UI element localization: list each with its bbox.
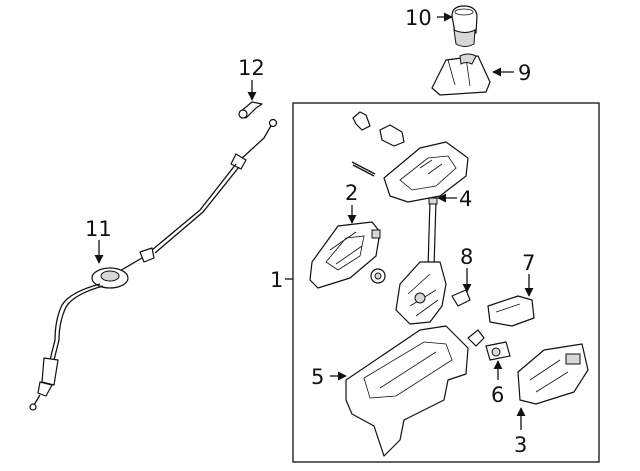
cable-clip[interactable]: [238, 101, 263, 119]
callout-1: 1: [270, 268, 283, 292]
bushing[interactable]: [370, 268, 386, 284]
shift-boot[interactable]: [431, 53, 491, 96]
shift-cable[interactable]: [29, 118, 278, 411]
callout-4: 4: [459, 187, 472, 211]
callout-10: 10: [405, 6, 432, 30]
solenoid[interactable]: [467, 329, 511, 361]
connector[interactable]: [451, 289, 471, 307]
shift-knob[interactable]: [451, 5, 478, 47]
pin[interactable]: [351, 161, 376, 177]
retainer-clips[interactable]: [352, 111, 405, 147]
callout-3: 3: [514, 433, 527, 457]
callout-2: 2: [345, 181, 358, 205]
shifter-base[interactable]: [345, 325, 469, 457]
assembly-frame: [292, 102, 600, 463]
shifter-mechanism[interactable]: [395, 261, 447, 325]
indicator-housing[interactable]: [383, 141, 469, 203]
callout-8: 8: [460, 245, 473, 269]
callout-5: 5: [311, 365, 324, 389]
lever-bracket[interactable]: [309, 221, 381, 289]
callout-9: 9: [518, 61, 531, 85]
shift-lever[interactable]: [427, 197, 438, 269]
callout-7: 7: [522, 251, 535, 275]
callout-12: 12: [238, 56, 265, 80]
side-bracket[interactable]: [487, 295, 535, 327]
callout-6: 6: [491, 383, 504, 407]
control-module[interactable]: [517, 343, 589, 405]
callout-11: 11: [85, 217, 112, 241]
